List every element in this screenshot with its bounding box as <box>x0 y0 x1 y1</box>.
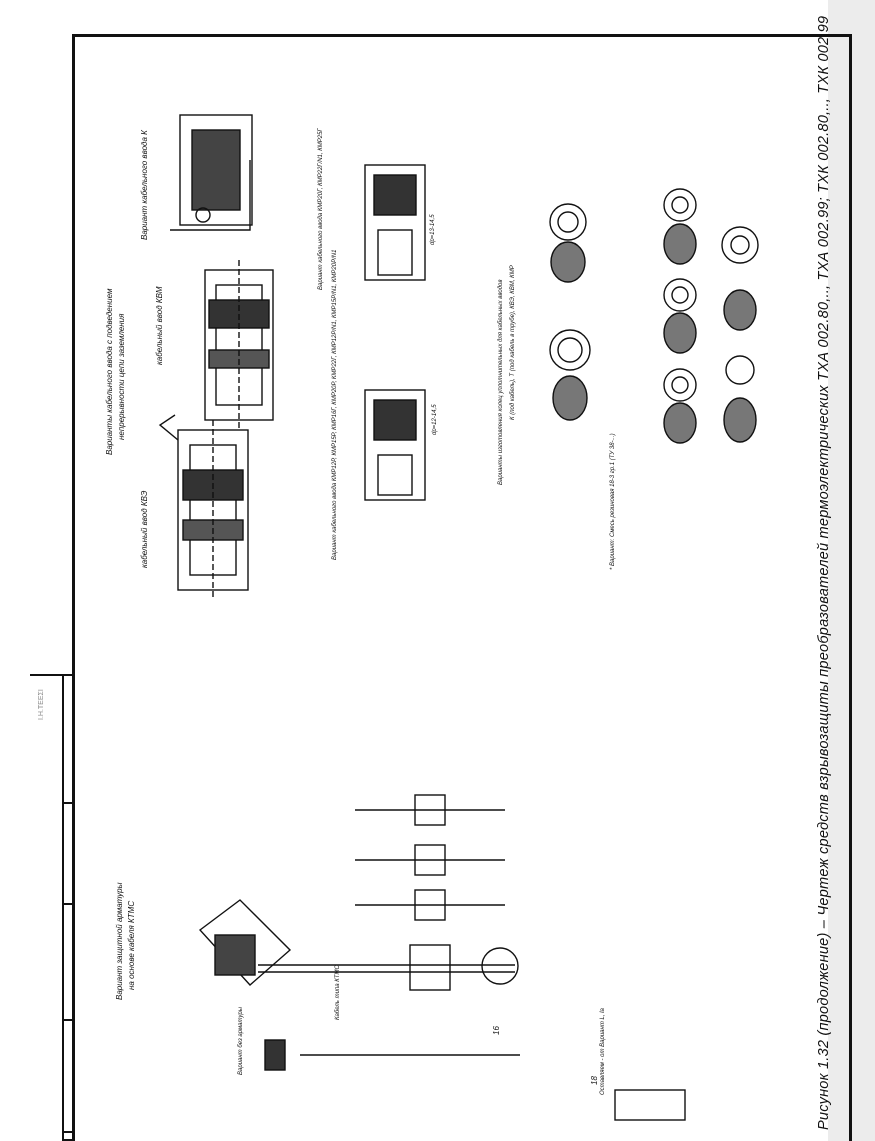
kmr-title-2: Вариант кабельного ввода КМР20Г, КМР22Г/… <box>318 128 324 290</box>
title-block-cell <box>64 802 74 804</box>
ktms-no-armature: Вариант без арматуры <box>238 1006 244 1075</box>
gland-kve-sketch <box>158 414 249 600</box>
seal-rings-title: Варианты изготовления колец уплотнительн… <box>498 279 504 485</box>
seal-rings-sketch <box>549 188 759 444</box>
ktms-gap-note: Оставляем - от Вариант L, la <box>600 1008 606 1095</box>
gland-kvm-sketch <box>204 260 274 430</box>
continuity-title-line1: Варианты кабельного ввода с подведением <box>105 288 114 455</box>
variant-k-label: Вариант кабельного ввода К <box>140 130 149 240</box>
ktms-title-line1: Вариант защитной арматуры <box>115 882 124 1000</box>
figure-caption: Рисунок 1.32 (продолжение) – Чертеж сред… <box>816 15 832 1130</box>
kmr-dim-b: dр=13-14,5 <box>430 214 436 245</box>
ktms-armature-sketch <box>198 794 686 1121</box>
gland-kmr-sketch <box>364 164 426 501</box>
ktms-label-16: 16 <box>492 1026 501 1035</box>
seal-rings-note: * Вариант: Смесь резиновая 18-3 гр.1 (ТУ… <box>610 433 616 570</box>
title-block-cell <box>64 1019 74 1021</box>
kvm-label: кабельный ввод КВМ <box>155 286 164 365</box>
kmr-dim-a: dр=12-14,5 <box>432 404 438 435</box>
kve-label: кабельный ввод КВЭ <box>140 490 149 568</box>
continuity-title-line2: непрерывности цепи заземления <box>117 313 126 440</box>
title-block-column <box>62 674 74 1141</box>
ktms-label-18: 18 <box>590 1076 599 1085</box>
title-block-cell <box>64 1131 74 1133</box>
drawing-frame <box>72 34 852 1141</box>
title-block-cell <box>64 903 74 905</box>
ktms-title-line2: на основе кабеля КТМС <box>127 900 136 990</box>
gland-k-sketch <box>170 114 253 231</box>
margin-note: Ι.Η.ΤΕΕΣΙ <box>38 689 45 720</box>
ktms-cable-label: Кабель типа КТМС <box>335 965 341 1020</box>
seal-rings-title-2: К (под кабель), Т (под кабель в трубе), … <box>510 265 516 420</box>
kmr-title: Вариант кабельного ввода КМР12Р, КМР15Р,… <box>332 249 338 560</box>
title-block-tick <box>30 674 62 676</box>
